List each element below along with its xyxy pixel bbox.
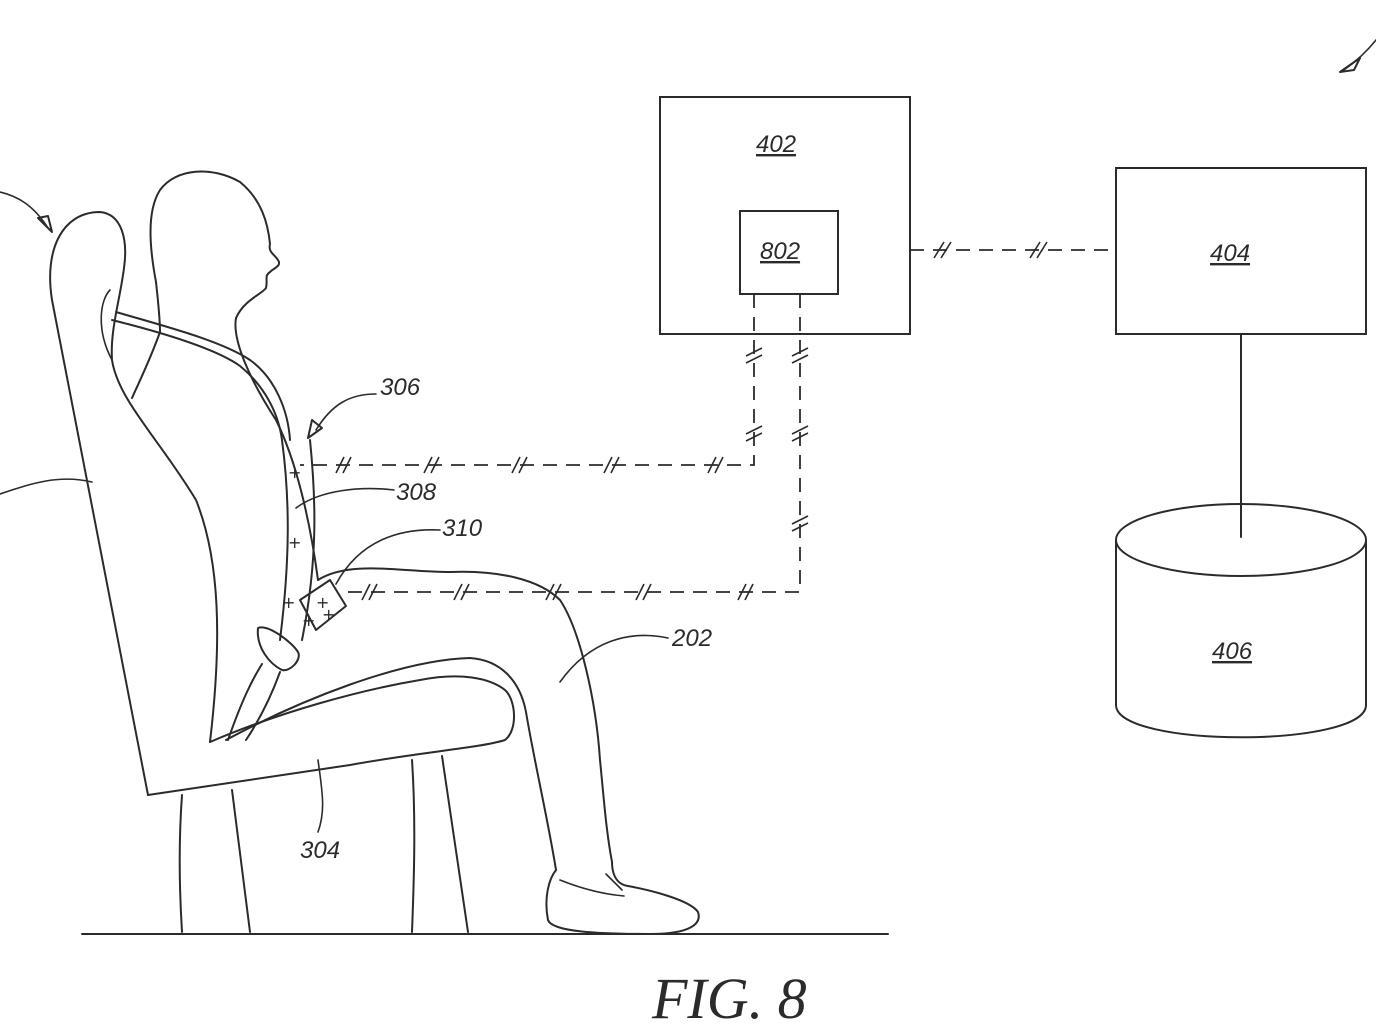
server-box [1115, 167, 1367, 335]
sensor-markers: + + + + + + [282, 463, 335, 630]
communication-links [300, 249, 1116, 593]
occupant-figure [131, 170, 700, 935]
sub-module-box [739, 210, 839, 295]
belt-sensor-2-label: 310 [442, 515, 483, 542]
svg-text:+: + [302, 611, 315, 630]
svg-text:+: + [322, 605, 335, 624]
belt-sensor-1-label: 308 [396, 479, 437, 506]
svg-text:+: + [288, 463, 301, 482]
belt-system-label: 306 [380, 374, 421, 401]
link-slash-marks [335, 241, 1048, 601]
occupant-label: 202 [671, 625, 712, 652]
vehicle-seat [49, 211, 515, 933]
seat-belt [111, 311, 347, 741]
database-cylinder [1115, 503, 1367, 739]
svg-text:+: + [316, 593, 329, 612]
seat-label: 304 [300, 837, 340, 864]
sub-module-label: 802 [760, 238, 800, 265]
svg-text:+: + [288, 533, 301, 552]
controller-label: 402 [756, 131, 796, 158]
leader-lines [0, 39, 1376, 833]
figure-caption: FIG. 8 [651, 966, 807, 1031]
server-label: 404 [1210, 240, 1250, 267]
svg-text:+: + [282, 593, 295, 612]
database-label: 406 [1212, 638, 1253, 665]
